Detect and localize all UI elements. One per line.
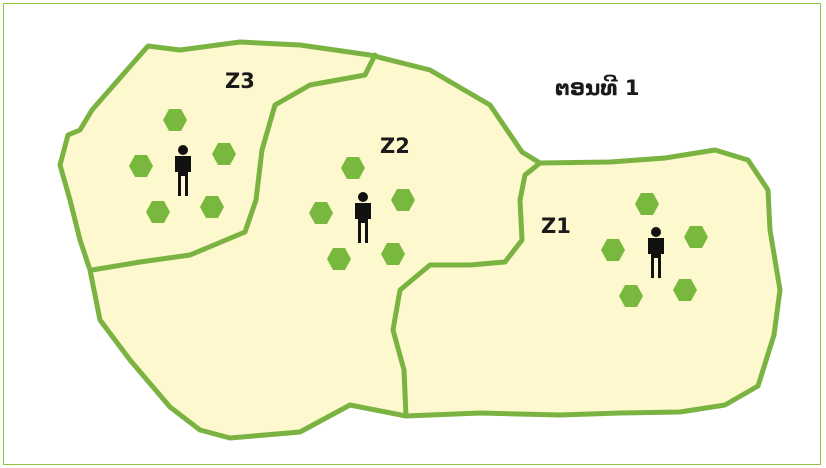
zone-label-z1: Z1 <box>541 214 571 238</box>
title-label: ຕອນທີ 1 <box>555 74 639 100</box>
region-outline <box>57 39 783 441</box>
z3-boundary <box>89 52 378 273</box>
zone-label-z2: Z2 <box>380 134 410 158</box>
zone-label-z3: Z3 <box>225 69 255 93</box>
z1-boundary <box>390 160 543 419</box>
page-frame <box>3 3 821 465</box>
